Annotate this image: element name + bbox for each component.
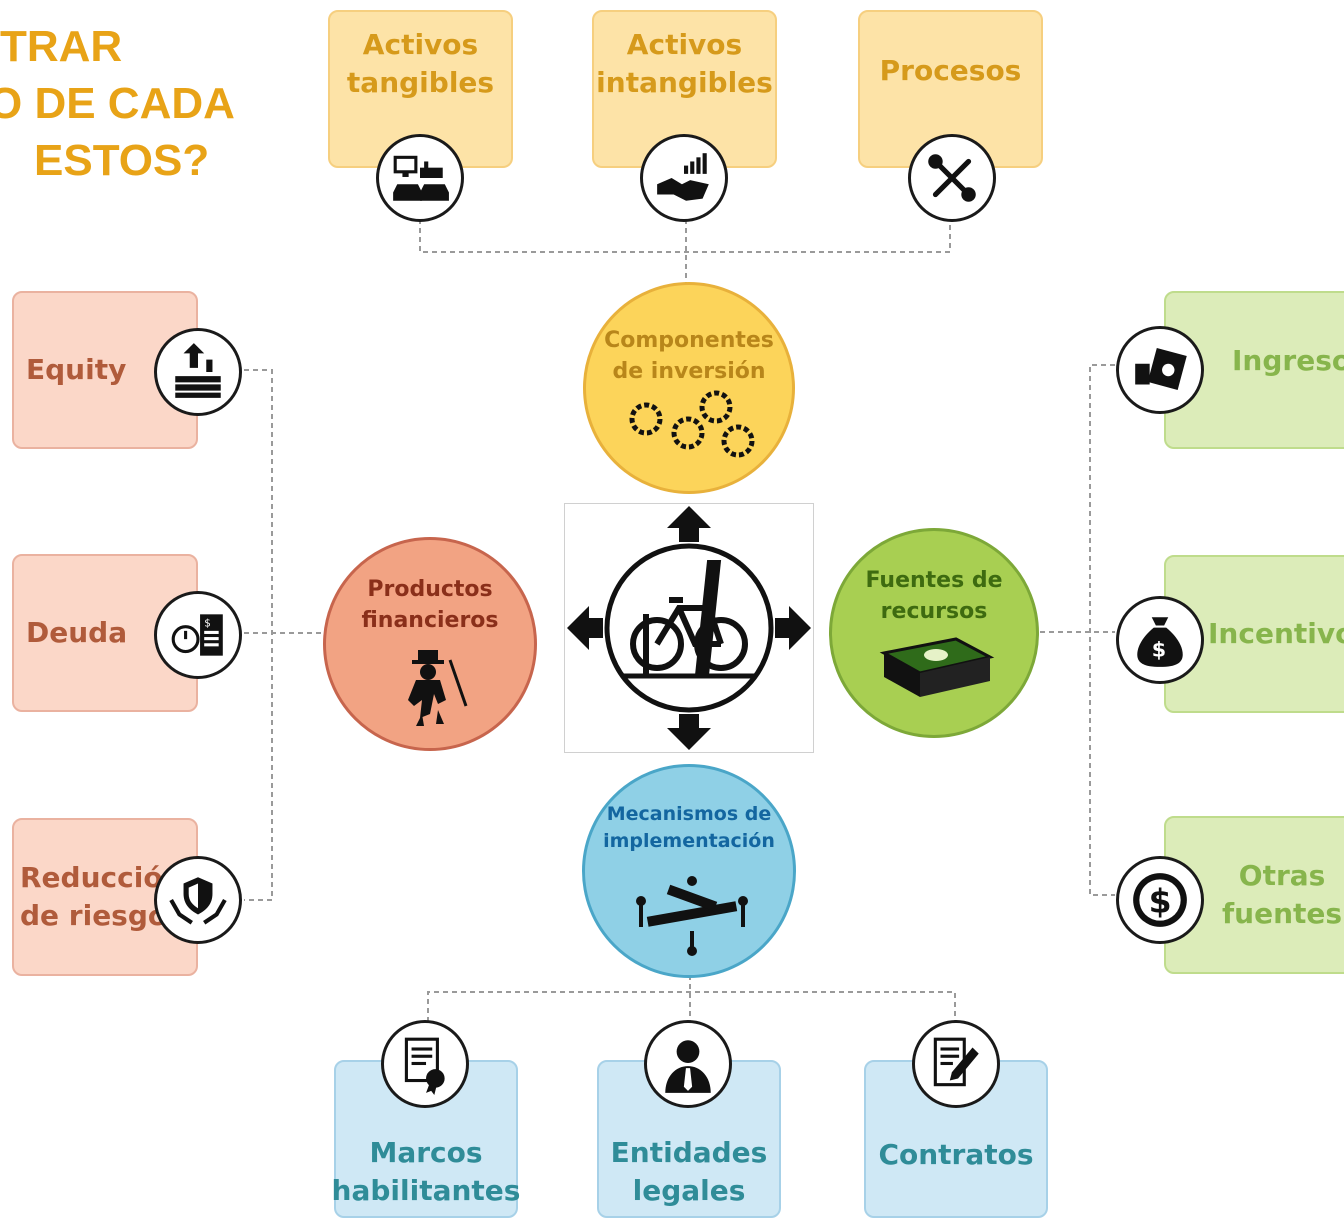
money-hand-icon [1116,326,1204,414]
svg-text:$: $ [1149,881,1172,920]
box-procesos: Procesos [858,10,1043,168]
circle-label: Productos [367,577,493,602]
circle-label: recursos [880,599,988,624]
box-label: habilitantes [331,1174,521,1207]
circle-label: Fuentes de [865,568,1003,593]
title-line-1: TRAR [0,22,123,71]
equipment-vehicles-icon [376,134,464,222]
monopoly-man-icon [408,650,468,726]
center-bicycle-panel [564,503,814,753]
box-activos-tangibles: Activos tangibles [328,10,513,168]
people-puzzle-icon [636,876,748,956]
box-label: intangibles [596,66,773,99]
title-line-3: ESTOS? [34,136,210,185]
cash-stack-icon [879,637,995,697]
box-label: Deuda [26,616,128,649]
box-contratos: Contratos [864,1060,1048,1218]
circle-label: de inversión [612,359,766,384]
hands-shield-icon [154,856,242,944]
box-label: Otras [1238,859,1326,892]
circle-label: Componentes [604,328,774,353]
title-line-2: O DE CADA [0,79,235,128]
box-label: Marcos [369,1136,483,1169]
box-label: Activos [362,28,479,61]
circle-label: implementación [603,830,775,852]
box-label: Activos [626,28,743,61]
box-label: Contratos [878,1138,1034,1171]
circle-fuentes-recursos: Fuentes de recursos [829,528,1039,738]
svg-text:$: $ [1152,638,1166,662]
svg-text:$: $ [204,618,211,630]
box-label: Equity [26,353,127,386]
box-label: Procesos [879,54,1022,87]
bicycle-parking-icon [567,506,811,750]
box-label: Ingresos [1232,344,1344,377]
circle-componentes-inversion: Componentes de inversión [583,282,795,494]
page-title: TRAR O DE CADA ESTOS? [0,18,300,189]
timer-invoice-icon: $ [154,591,242,679]
dollar-coin-icon: $ [1116,856,1204,944]
certificate-icon [381,1020,469,1108]
circle-label: financieros [361,608,499,633]
tools-icon [908,134,996,222]
circle-mecanismos-implementacion: Mecanismos de implementación [582,764,796,978]
circle-label: Mecanismos de [606,803,772,825]
contract-pen-icon [912,1020,1000,1108]
person-icon [644,1020,732,1108]
circle-productos-financieros: Productos financieros [323,537,537,751]
cash-growth-icon [154,328,242,416]
box-label: Entidades [610,1136,768,1169]
box-label: Incentivos [1208,617,1344,650]
money-bag-icon: $ [1116,596,1204,684]
box-label: legales [632,1174,746,1207]
handshake-growth-icon [640,134,728,222]
box-label: tangibles [346,66,495,99]
gears-icon [629,390,755,458]
box-label: fuentes [1222,897,1343,930]
box-entidades-legales: Entidades legales [597,1060,781,1218]
